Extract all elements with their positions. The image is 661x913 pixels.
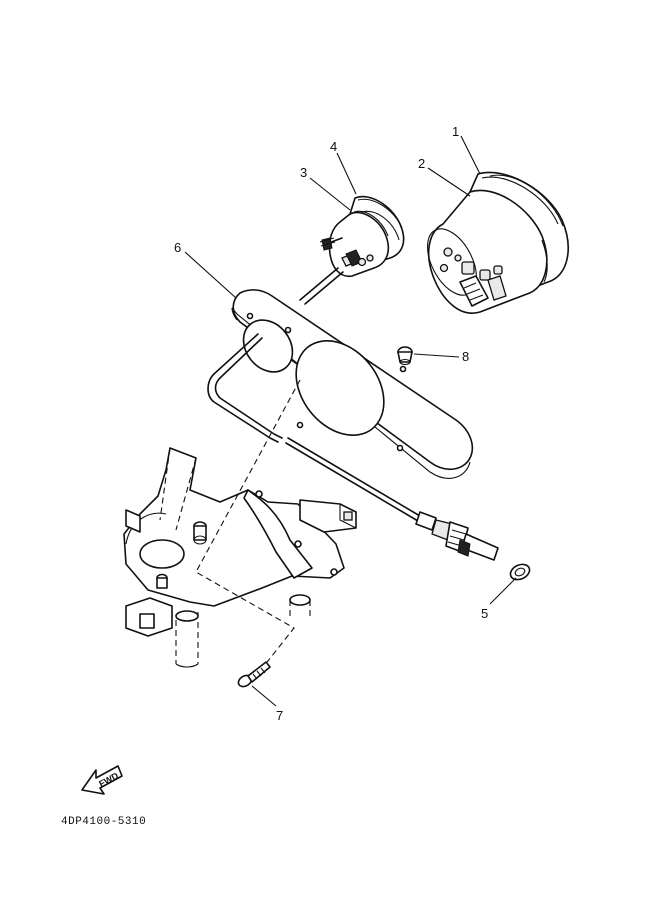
fwd-arrow-icon: FWD [81,765,123,795]
diagram-code: 4DP4100-5310 [61,816,146,828]
mounting-bracket [123,379,357,668]
callout-4: 4 [330,139,337,154]
callout-3: 3 [300,165,307,180]
leader-lines [184,135,517,707]
callout-7: 7 [276,708,283,723]
callout-1: 1 [452,124,459,139]
tapping-screw [237,661,271,688]
grommet [397,346,413,366]
tachometer-gauge [319,195,405,278]
callout-8: 8 [462,349,469,364]
washer [509,563,531,581]
callout-6: 6 [174,240,181,255]
callout-2: 2 [418,156,425,171]
meter-panel [231,289,474,479]
speedometer-gauge [427,171,569,314]
meter-cable [207,267,499,561]
callout-5: 5 [481,606,488,621]
